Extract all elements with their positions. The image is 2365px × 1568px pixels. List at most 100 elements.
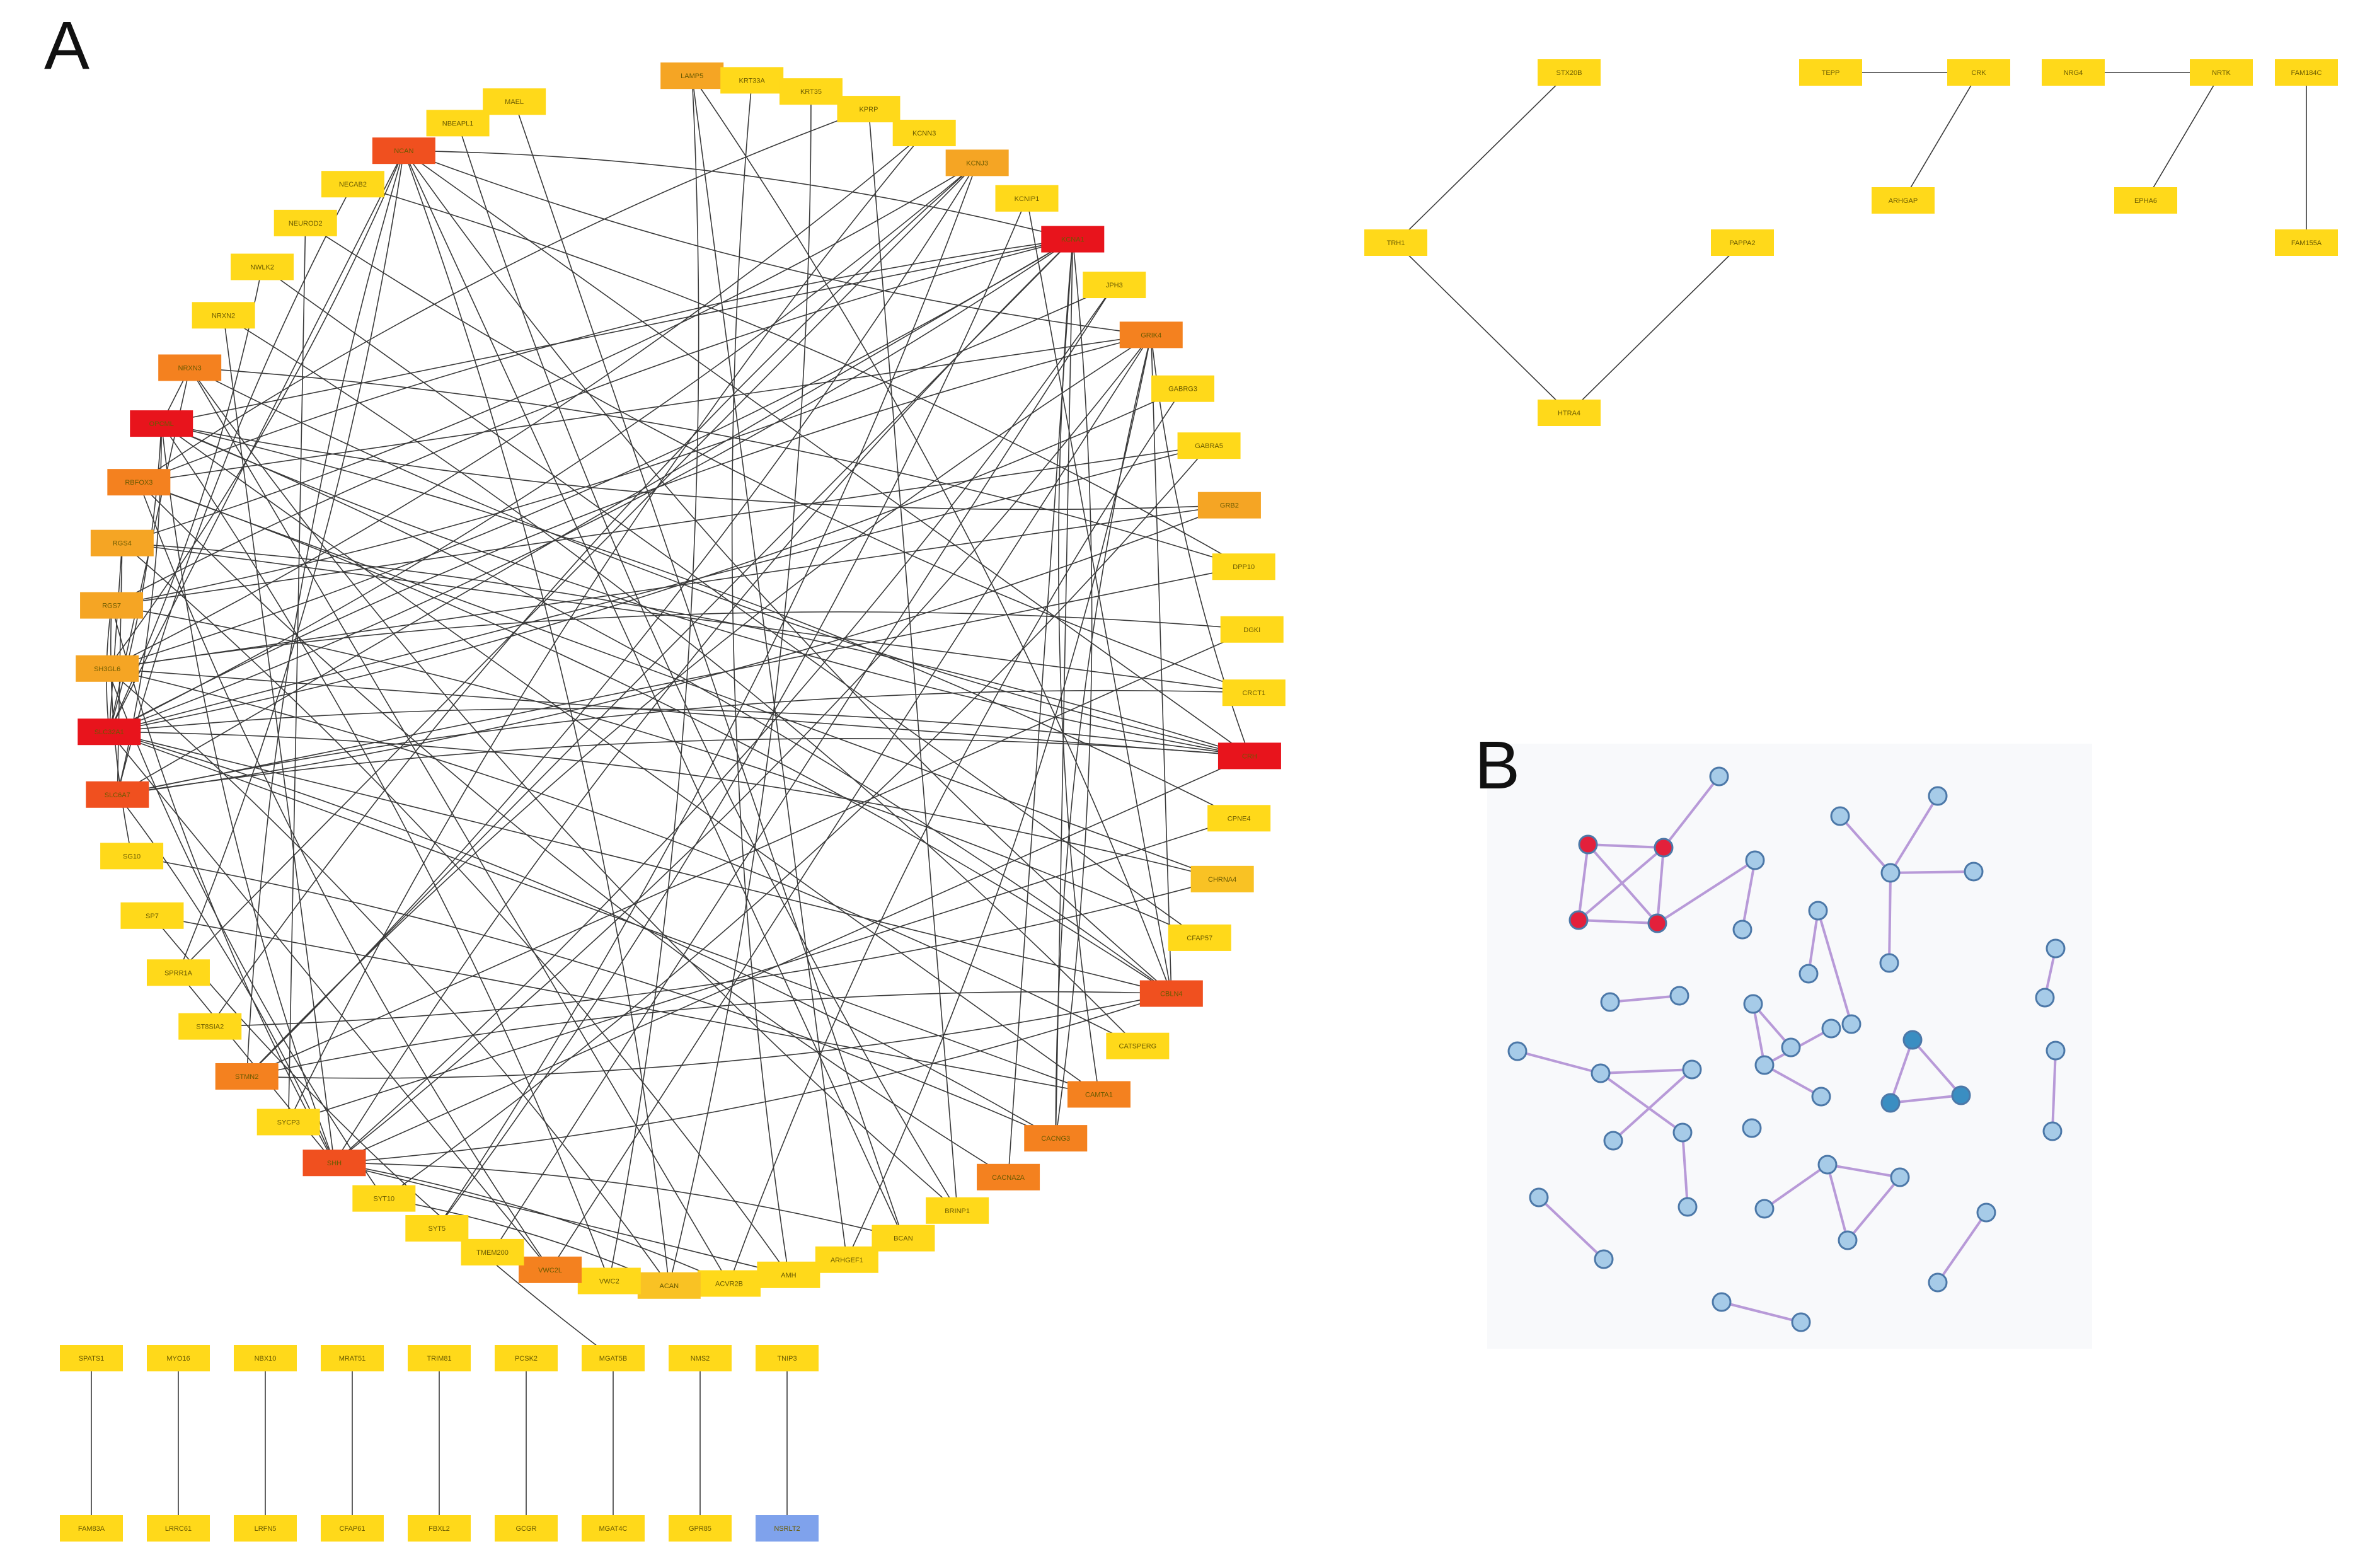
interaction-edge xyxy=(352,183,1245,567)
gene-node: CHRNA4 xyxy=(1190,865,1254,892)
interaction-edge xyxy=(1055,239,1093,1139)
interaction-edge xyxy=(117,183,354,795)
interaction-edge xyxy=(383,445,1210,1199)
gene-node: BCAN xyxy=(872,1225,935,1252)
gene-node-label: ST8SIA2 xyxy=(196,1023,224,1031)
panel-b-edge xyxy=(1578,919,1658,925)
panel-b-node xyxy=(1880,863,1901,883)
gene-node-box xyxy=(2114,187,2177,214)
gene-node: CPNE4 xyxy=(1207,805,1271,832)
interaction-edge xyxy=(111,605,335,1163)
panel-b-node xyxy=(1754,1055,1775,1075)
gene-node: JPH3 xyxy=(1083,272,1146,299)
gene-node: SHH xyxy=(302,1150,366,1177)
gene-node-box xyxy=(1799,59,1862,86)
gene-node-box xyxy=(757,1261,820,1288)
gene-node-label: TRH1 xyxy=(1387,239,1405,247)
gene-node-label: MAEL xyxy=(505,98,524,106)
interaction-edge xyxy=(108,162,978,732)
interaction-edge xyxy=(106,668,1138,1047)
panel-b-node xyxy=(1654,838,1674,858)
gene-node: KPRP xyxy=(837,96,901,123)
gene-node-label: DPP10 xyxy=(1233,563,1255,571)
panel-b-nodes xyxy=(1507,766,2066,1332)
interaction-edge xyxy=(868,109,958,1211)
gene-node: KCNN3 xyxy=(892,119,956,146)
gene-node: GRIK4 xyxy=(1119,321,1183,349)
panel-b-edge xyxy=(1609,994,1680,1003)
panel-b-edge xyxy=(1839,815,1892,874)
panel-b-edge xyxy=(2051,1050,2057,1132)
gene-node-label: NRTK xyxy=(2212,69,2231,77)
panel-b-edge xyxy=(1936,1211,1988,1284)
gene-node-label: GCGR xyxy=(516,1525,537,1533)
interaction-edge xyxy=(131,855,1056,1139)
gene-node: NWLK2 xyxy=(231,253,294,280)
interaction-edge xyxy=(514,101,904,1238)
gene-node: ACAN xyxy=(637,1272,701,1299)
gene-node-box xyxy=(158,354,222,381)
gene-node-label: NCAN xyxy=(394,147,413,155)
gene-node: EPHA6 xyxy=(2114,187,2177,214)
gene-node-box xyxy=(107,469,171,496)
gene-node: SPATS1 xyxy=(60,1345,123,1371)
interaction-edge xyxy=(436,198,1028,1229)
panel-b-edge xyxy=(1890,870,1974,874)
interaction-edge xyxy=(210,879,1223,1027)
gene-node: SYCP3 xyxy=(256,1109,320,1136)
gene-node-box xyxy=(60,1515,123,1542)
gene-node-box xyxy=(1168,924,1231,951)
gene-node-label: RGS7 xyxy=(102,602,121,610)
gene-node-label: STX20B xyxy=(1557,69,1582,77)
gene-node: SH3GL6 xyxy=(76,655,139,682)
gene-node-label: LRRC61 xyxy=(165,1525,192,1533)
gene-node: VWC2 xyxy=(577,1267,641,1294)
panel-b-node xyxy=(1781,1037,1801,1058)
gene-node-box xyxy=(582,1515,645,1542)
gene-node-label: CRK xyxy=(1971,69,1986,77)
gene-node-box xyxy=(945,149,1009,176)
gene-node-box xyxy=(926,1197,989,1224)
gene-node-label: MRAT51 xyxy=(339,1355,366,1363)
panel-b-node xyxy=(1600,992,1620,1012)
gene-node-label: RGS4 xyxy=(113,540,132,548)
panel-b-node xyxy=(1591,1063,1611,1083)
gene-node-box xyxy=(995,185,1059,212)
gene-node: CACNA2A xyxy=(977,1163,1040,1190)
gene-node: CFAP57 xyxy=(1168,924,1231,951)
panel-b-edge xyxy=(1846,1176,1901,1242)
panel-b-node xyxy=(1880,1093,1901,1113)
panel-b-node xyxy=(1578,834,1598,855)
interaction-edge xyxy=(109,731,1223,880)
interaction-edge xyxy=(108,731,1100,1095)
panel-b-node xyxy=(1507,1041,1528,1061)
gene-node-label: CFAP61 xyxy=(340,1525,365,1533)
interaction-edge xyxy=(222,315,335,1163)
gene-node-box xyxy=(837,96,901,123)
gene-node-box xyxy=(1872,187,1935,214)
gene-node-label: GRB2 xyxy=(1220,502,1239,510)
gene-node-label: CATSPERG xyxy=(1119,1043,1157,1051)
interaction-edge xyxy=(403,150,1172,994)
panel-b-edge xyxy=(1662,775,1720,849)
gene-node-box xyxy=(1083,272,1146,299)
interaction-edge xyxy=(436,163,978,1229)
interaction-edge xyxy=(1395,72,1570,243)
gene-node-label: KCNIP1 xyxy=(1015,195,1040,203)
gene-node-box xyxy=(1177,432,1241,459)
interaction-edge xyxy=(138,108,869,483)
gene-node-label: MGAT5B xyxy=(599,1355,627,1363)
interaction-edge xyxy=(1055,239,1074,1139)
panel-b-node xyxy=(1709,766,1729,787)
gene-node-box xyxy=(577,1267,641,1294)
interaction-edge xyxy=(1395,242,1570,413)
gene-node-box xyxy=(120,902,184,929)
panel-b-node xyxy=(1743,994,1763,1014)
gene-node: ST8SIA2 xyxy=(178,1013,242,1040)
gene-node-label: SPATS1 xyxy=(79,1355,105,1363)
interaction-edge xyxy=(161,423,1229,510)
interaction-edge xyxy=(161,423,1172,994)
panel-b-node xyxy=(2046,938,2066,959)
gene-node-label: TMEM200 xyxy=(476,1249,509,1257)
